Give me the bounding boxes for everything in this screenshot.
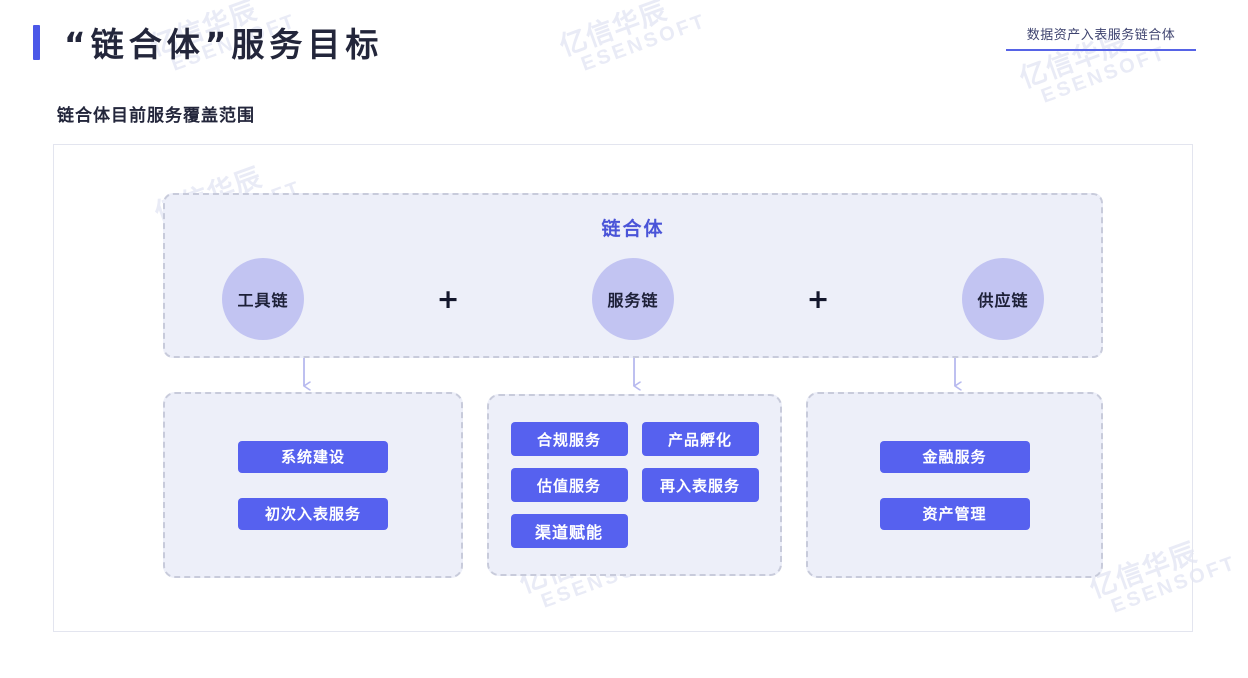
chain-node-supply[interactable]: 供应链 [962, 258, 1044, 340]
corner-tag-label: 数据资产入表服务链合体 [1026, 27, 1176, 42]
watermark: 亿信华辰 ESENSOFT [556, 0, 710, 81]
page-title: “链合体”服务目标 [64, 25, 384, 64]
tool-chain-services-panel: 系统建设 初次入表服务 [163, 392, 463, 578]
service-item-asset-management[interactable]: 资产管理 [879, 497, 1030, 530]
union-panel-title: 链合体 [601, 219, 665, 240]
service-grid-row: 渠道赋能 [510, 514, 759, 548]
chain-nodes-row: 工具链 + 服务链 + 供应链 [165, 258, 1101, 340]
service-item-relisting[interactable]: 再入表服务 [641, 468, 759, 502]
corner-tag: 数据资产入表服务链合体 [1006, 24, 1196, 51]
watermark-cn: 亿信华辰 [555, 0, 672, 62]
diagram-frame [53, 144, 1193, 632]
chain-node-tool[interactable]: 工具链 [222, 258, 304, 340]
service-item-financial-services[interactable]: 金融服务 [879, 440, 1030, 473]
corner-tag-underline [1006, 49, 1196, 51]
service-item-first-listing[interactable]: 初次入表服务 [238, 497, 388, 530]
service-item-system-construction[interactable]: 系统建设 [238, 440, 388, 473]
title-accent-bar [33, 24, 40, 60]
service-grid: 合规服务 产品孵化 估值服务 再入表服务 渠道赋能 [510, 422, 759, 548]
service-item-compliance[interactable]: 合规服务 [510, 422, 628, 456]
service-chain-services-panel: 合规服务 产品孵化 估值服务 再入表服务 渠道赋能 [487, 394, 782, 576]
page-header: “链合体”服务目标 [33, 18, 383, 66]
service-item-channel-empowerment[interactable]: 渠道赋能 [510, 514, 628, 548]
supply-chain-services-panel: 金融服务 资产管理 [806, 392, 1103, 578]
union-panel: 链合体 工具链 + 服务链 + 供应链 [163, 193, 1103, 358]
service-grid-row: 合规服务 产品孵化 [510, 422, 759, 456]
service-grid-row: 估值服务 再入表服务 [510, 468, 759, 502]
watermark-en: ESENSOFT [578, 10, 710, 77]
chain-node-service[interactable]: 服务链 [592, 258, 674, 340]
service-item-incubation[interactable]: 产品孵化 [641, 422, 759, 456]
service-item-valuation[interactable]: 估值服务 [510, 468, 628, 502]
plus-operator-1: + [436, 283, 460, 315]
plus-operator-2: + [806, 283, 830, 315]
section-subtitle: 链合体目前服务覆盖范围 [57, 106, 255, 125]
watermark-en: ESENSOFT [1038, 42, 1170, 109]
